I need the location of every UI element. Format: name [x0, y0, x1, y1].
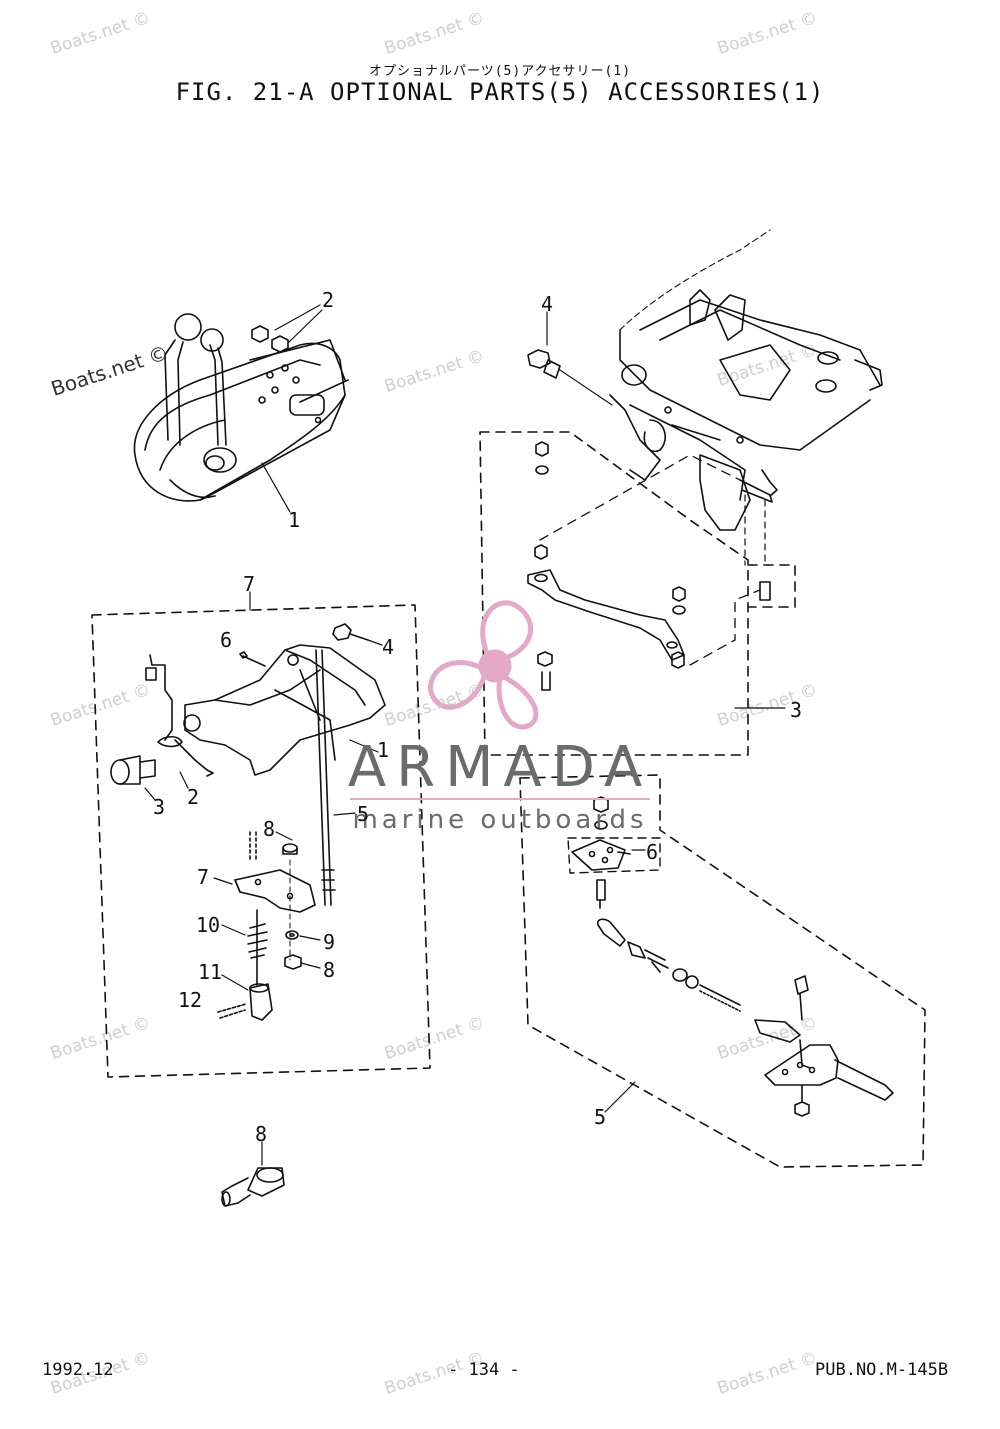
plate-part-7[interactable]: [234, 869, 316, 913]
callout-rod-5: 5: [357, 802, 370, 826]
rod-part-5[interactable]: [315, 649, 336, 906]
brand-divider: [350, 798, 650, 800]
remote-control-box[interactable]: [133, 313, 349, 502]
callout-engine-bolt-4: 4: [541, 292, 554, 316]
callout-knob-3: 3: [153, 795, 166, 819]
lever-bracket[interactable]: [183, 644, 386, 776]
pin-part-6[interactable]: [239, 651, 266, 667]
figure-subtitle-japanese: オプショナルパーツ(5)アクセサリー(1): [368, 64, 632, 79]
callout-linkage-3: 3: [790, 698, 803, 722]
callout-spring-2: 2: [187, 785, 200, 809]
joint-part-11[interactable]: [249, 983, 273, 1021]
knob-part-3[interactable]: [110, 755, 156, 785]
throttle-hardware[interactable]: [593, 796, 609, 909]
linkage-rod[interactable]: [527, 569, 685, 661]
footer-date: 1992.12: [42, 1360, 114, 1380]
callout-bracket-1: 1: [377, 738, 390, 762]
publication-number: PUB.NO.M-145B: [815, 1360, 949, 1380]
callout-washer-9: 9: [323, 930, 336, 954]
linkage-nuts[interactable]: [534, 441, 778, 691]
spring-part-10[interactable]: [247, 909, 268, 986]
callout-remote-box: 1: [288, 508, 301, 532]
spring-wire-part-2[interactable]: [145, 654, 214, 777]
callout-nut-8: 8: [323, 958, 336, 982]
bolt-part-4[interactable]: [332, 623, 383, 646]
pin-part-12[interactable]: [217, 1003, 247, 1019]
callout-pin-12: 12: [178, 988, 203, 1012]
figure-title: FIG. 21-A OPTIONAL PARTS(5) ACCESSORIES(…: [175, 78, 825, 106]
brand-tagline: marine outboards: [352, 805, 648, 835]
remote-box-nuts[interactable]: [251, 304, 323, 353]
throttle-shaft[interactable]: [596, 918, 894, 1117]
callout-lever-assy: 7: [243, 572, 256, 596]
nut-part-8[interactable]: [284, 954, 302, 970]
callout-joint-11: 11: [198, 960, 223, 984]
callout-switch-8: 8: [255, 1122, 268, 1146]
callout-remote-nut: 2: [322, 288, 335, 312]
page-number: - 134 -: [448, 1360, 520, 1380]
washer-part-9[interactable]: [285, 930, 299, 940]
callout-washer-8: 8: [263, 817, 276, 841]
bracket-part-6[interactable]: [571, 839, 631, 871]
callout-plate-7: 7: [197, 865, 210, 889]
switch-part-8[interactable]: [221, 1141, 285, 1207]
brand-propeller-logo: [428, 600, 539, 730]
screw-part-8[interactable]: [249, 831, 257, 863]
engine-bolt-part-4[interactable]: [527, 311, 561, 379]
engine-outline: [559, 229, 883, 531]
callout-spring-10: 10: [196, 913, 221, 937]
callout-bracket-6: 6: [646, 840, 659, 864]
callout-pin-6: 6: [220, 628, 233, 652]
callout-throttle-assy-5: 5: [594, 1105, 607, 1129]
washer-part-8[interactable]: [282, 843, 298, 855]
callout-bolt-4: 4: [382, 635, 395, 659]
brand-name: ARMADA: [347, 735, 653, 800]
